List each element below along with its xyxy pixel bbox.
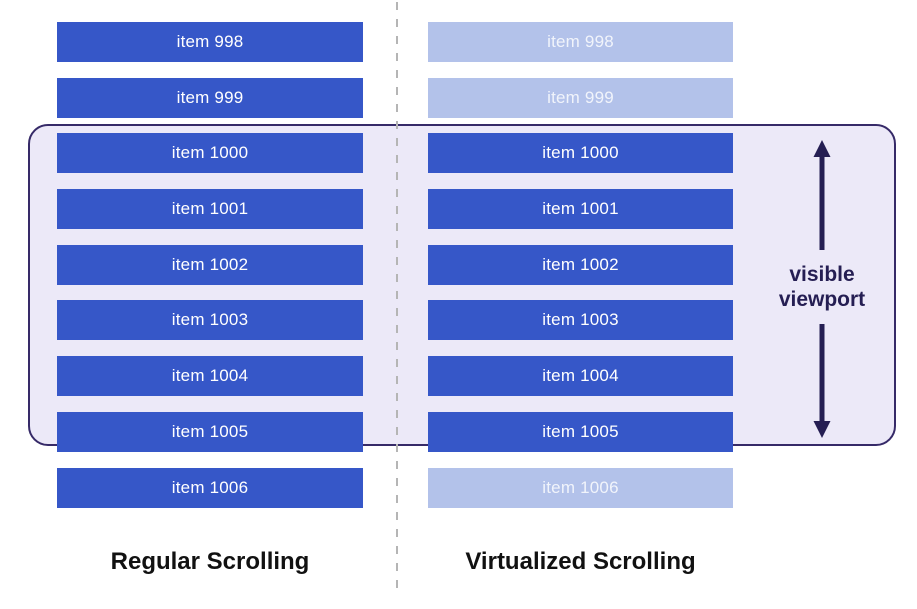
viewport-annotation: visible viewport [767, 140, 877, 438]
list-item: item 1005 [428, 411, 733, 452]
arrow-up-icon [813, 140, 831, 250]
virtualized-scrolling-column: item 998 item 999 item 1000 item 1001 item 1… [428, 22, 733, 508]
list-item: item 1004 [57, 356, 363, 397]
list-item: item 999 [428, 77, 733, 118]
list-item: item 998 [428, 22, 733, 62]
list-item: item 1001 [428, 189, 733, 230]
list-item: item 1005 [57, 411, 363, 452]
list-item: item 1006 [57, 467, 363, 508]
list-item: item 1003 [57, 300, 363, 341]
regular-scrolling-caption: Regular Scrolling [110, 548, 310, 575]
list-item: item 1001 [57, 189, 363, 230]
virtualized-scrolling-caption: Virtualized Scrolling [465, 548, 696, 575]
column-divider [396, 2, 398, 590]
list-item: item 1003 [428, 300, 733, 341]
list-item: item 1004 [428, 356, 733, 397]
list-item: item 1000 [57, 133, 363, 174]
list-item: item 1002 [57, 244, 363, 285]
arrow-down-icon [813, 324, 831, 438]
viewport-label: visible viewport [778, 262, 866, 311]
list-item: item 999 [57, 77, 363, 118]
list-item: item 1000 [428, 133, 733, 174]
list-item: item 1006 [428, 467, 733, 508]
list-item: item 998 [57, 22, 363, 62]
list-item: item 1002 [428, 244, 733, 285]
regular-scrolling-column: item 998 item 999 item 1000 item 1001 item 1… [57, 22, 363, 508]
